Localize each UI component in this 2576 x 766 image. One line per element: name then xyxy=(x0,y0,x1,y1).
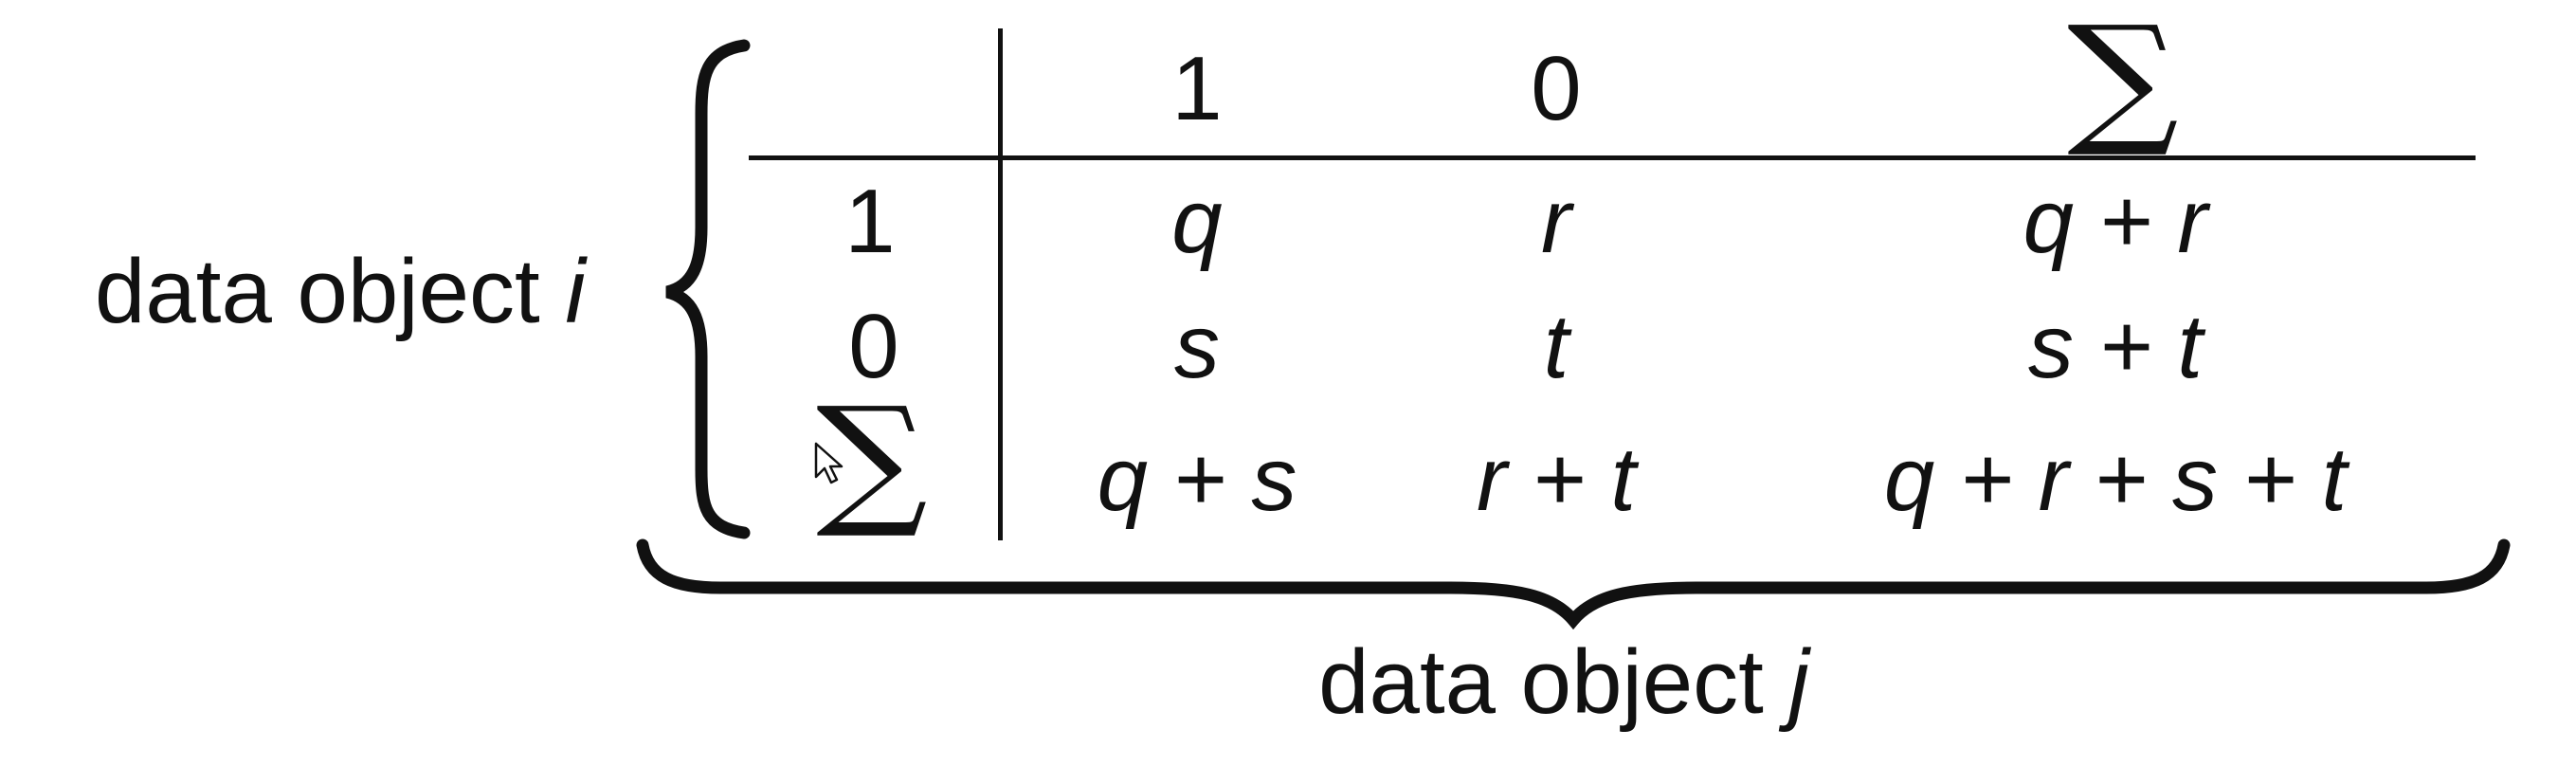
arrow-pointer-icon xyxy=(814,442,844,484)
cell-sum-total: q + r + s + t xyxy=(1883,429,2348,530)
cell-sum-col0: r + t xyxy=(1476,429,1637,530)
cell-row1-col0: r xyxy=(1541,171,1571,272)
table-vertical-rule xyxy=(998,28,1003,540)
cell-row1-sum: q + r xyxy=(2023,171,2208,272)
row-axis-label-var: i xyxy=(565,241,586,342)
header-cell-1: 1 xyxy=(1171,38,1223,139)
bottom-curly-brace xyxy=(636,538,2511,630)
cell-row0-sum: s + t xyxy=(2027,296,2204,397)
row-axis-label-text: data object xyxy=(95,241,566,342)
cell-row1-col1: q xyxy=(1171,171,1223,272)
column-axis-label-text: data object xyxy=(1318,631,1789,733)
left-curly-brace xyxy=(665,39,751,539)
row-label-0: 0 xyxy=(848,296,899,397)
row-label-1: 1 xyxy=(844,171,896,272)
column-axis-label-var: j xyxy=(1788,631,1809,733)
column-axis-label: data object j xyxy=(1318,637,1809,728)
header-cell-0: 0 xyxy=(1531,38,1582,139)
header-cell-sum: ∑ xyxy=(2067,0,2179,161)
cell-row0-col0: t xyxy=(1543,296,1569,397)
row-axis-label: data object i xyxy=(95,246,586,337)
table-horizontal-rule xyxy=(749,155,2476,160)
cell-sum-col1: q + s xyxy=(1097,429,1297,530)
cell-row0-col1: s xyxy=(1174,296,1220,397)
